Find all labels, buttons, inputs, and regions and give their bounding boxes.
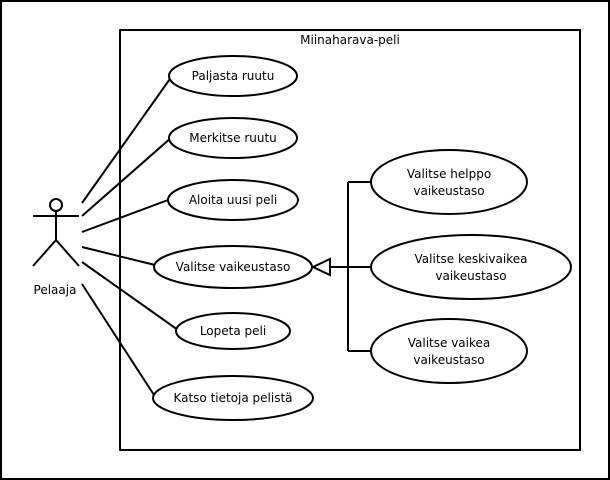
actor-label: Pelaaja — [34, 283, 77, 297]
use-case-label-line2: vaikeustaso — [413, 184, 484, 198]
actor-leg-left — [32, 239, 57, 267]
generalization-arrowhead — [310, 257, 331, 277]
association-quit — [81, 261, 179, 331]
association-new-game — [81, 199, 169, 233]
use-case-new-game[interactable]: Aloita uusi peli — [167, 179, 299, 221]
use-case-quit[interactable]: Lopeta peli — [175, 312, 291, 350]
use-case-label: Katso tietoja pelistä — [173, 391, 292, 405]
use-case-mark[interactable]: Merkitse ruutu — [168, 117, 298, 159]
use-case-label: Valitse vaikeustaso — [176, 260, 291, 274]
use-case-info[interactable]: Katso tietoja pelistä — [152, 375, 314, 421]
association-mark — [81, 136, 173, 217]
use-case-hard[interactable]: Valitse vaikea vaikeustaso — [370, 318, 528, 384]
system-title: Miinaharava-peli — [300, 33, 400, 47]
use-case-medium[interactable]: Valitse keskivaikea vaikeustaso — [370, 234, 572, 300]
association-choose-difficulty — [81, 246, 156, 266]
use-case-label: Merkitse ruutu — [189, 131, 277, 145]
use-case-reveal[interactable]: Paljasta ruutu — [168, 55, 298, 97]
use-case-label: Paljasta ruutu — [192, 69, 275, 83]
use-case-label-line1: Valitse vaikea — [408, 336, 491, 350]
actor-head — [49, 198, 63, 212]
use-case-label-line1: Valitse keskivaikea — [415, 252, 528, 266]
use-case-label: Aloita uusi peli — [189, 193, 277, 207]
system-boundary — [119, 29, 581, 451]
use-case-label: Lopeta peli — [200, 324, 266, 338]
actor-leg-right — [55, 239, 80, 267]
actor-pelaaja[interactable]: Pelaaja — [32, 198, 80, 297]
association-reveal — [81, 75, 173, 204]
use-case-choose-difficulty[interactable]: Valitse vaikeustaso — [153, 245, 313, 289]
use-case-easy[interactable]: Valitse helppo vaikeustaso — [370, 149, 528, 215]
use-case-label-line1: Valitse helppo — [407, 167, 491, 181]
use-case-label-line2: vaikeustaso — [413, 353, 484, 367]
use-case-label-line2: vaikeustaso — [435, 269, 506, 283]
association-info — [81, 283, 155, 396]
